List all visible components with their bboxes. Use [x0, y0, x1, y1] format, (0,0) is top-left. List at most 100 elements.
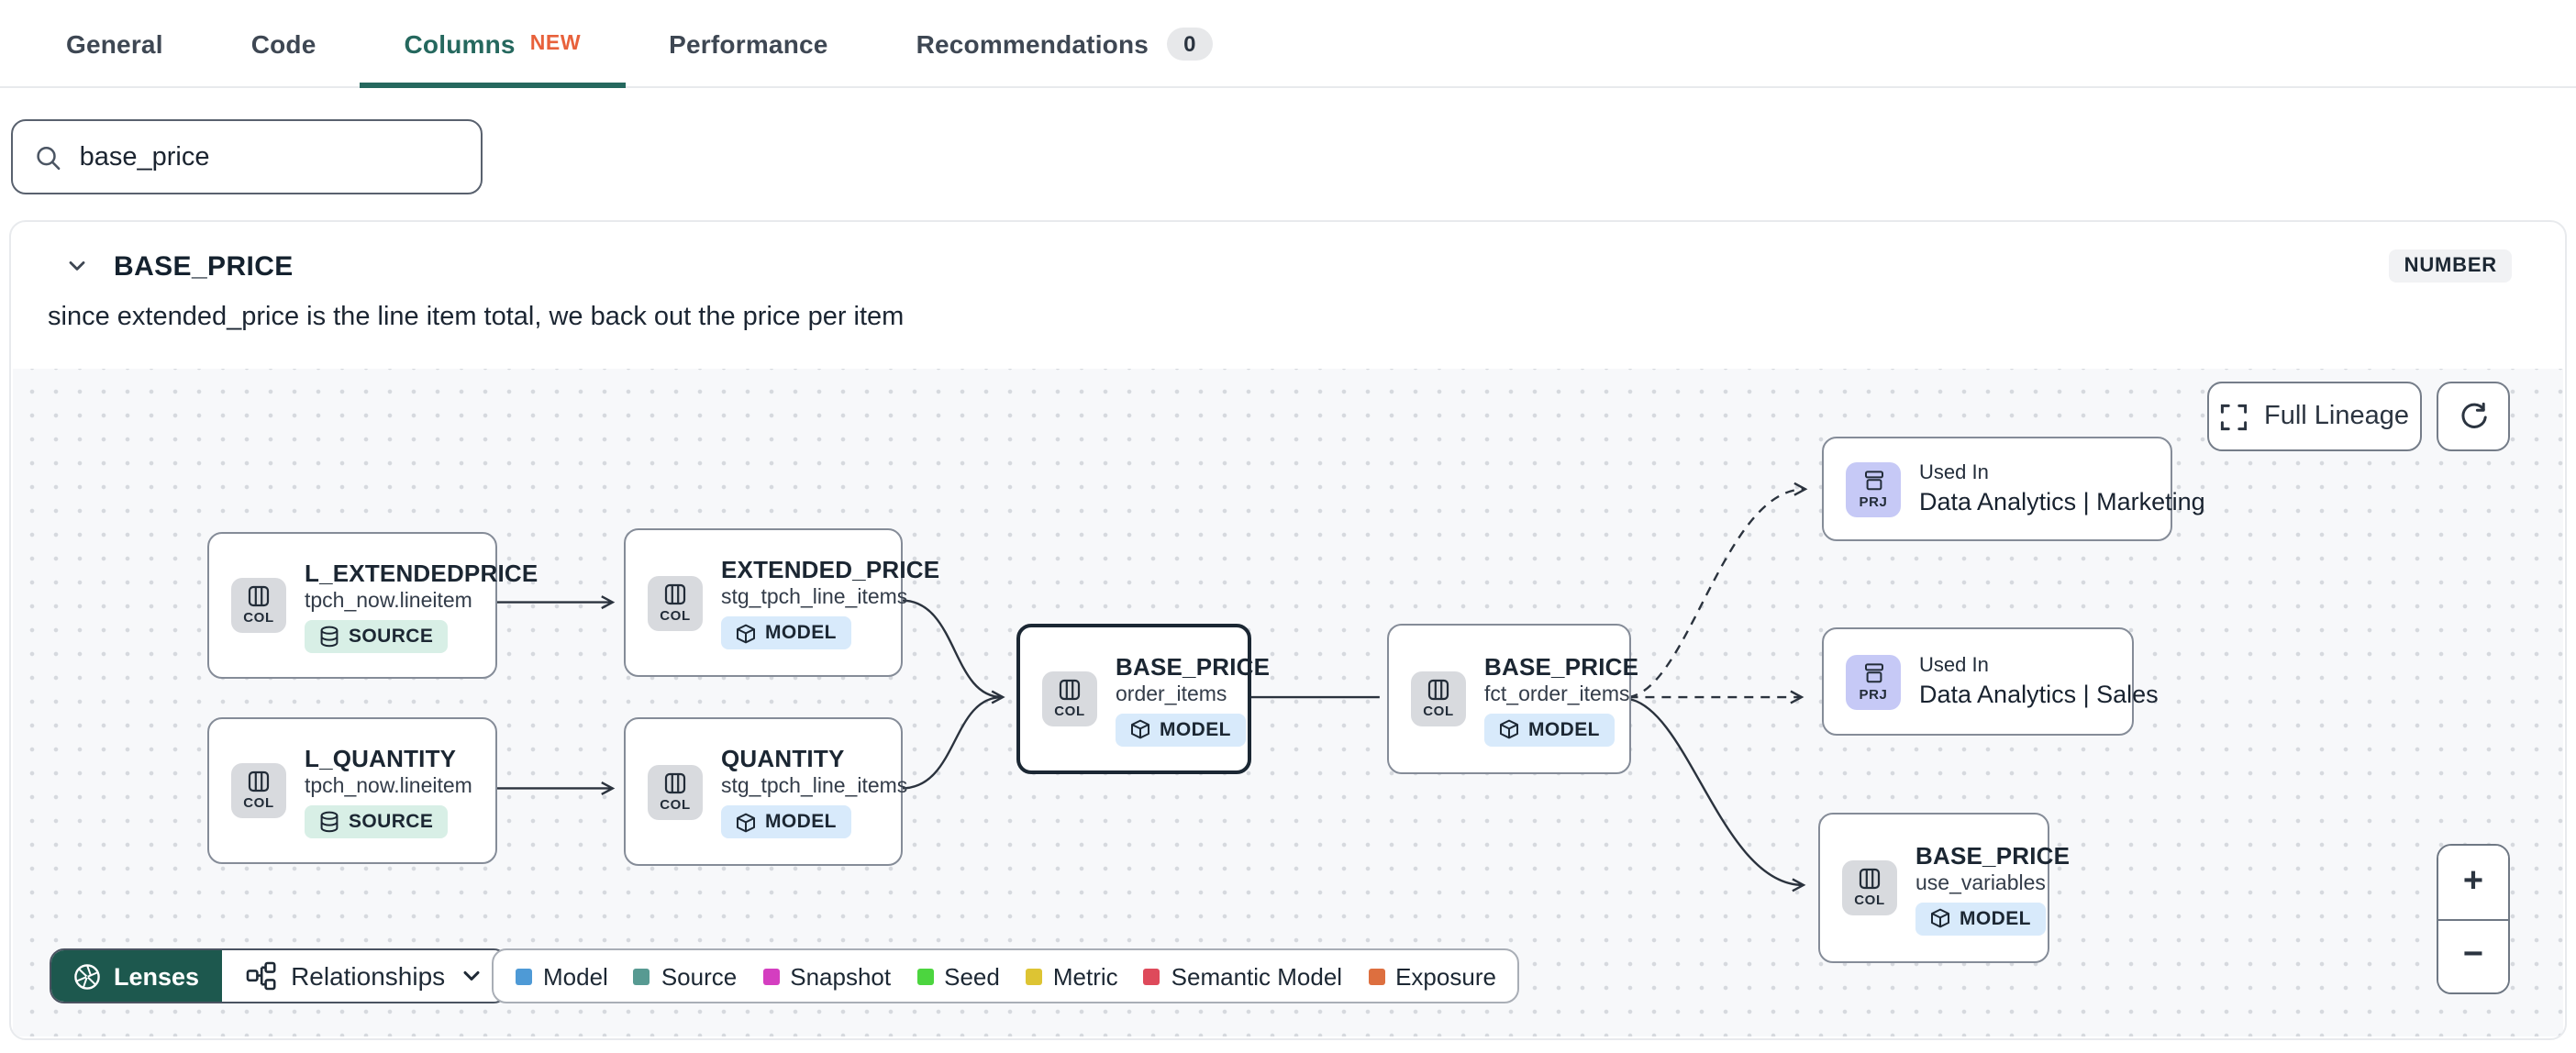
node-title: L_QUANTITY: [305, 744, 457, 771]
aperture-icon: [74, 963, 100, 989]
column-tile: COL: [1411, 671, 1466, 726]
columns-icon: [1859, 868, 1881, 890]
cube-icon: [1131, 719, 1149, 739]
project-name: Data Analytics | Marketing: [1919, 488, 2205, 515]
database-icon: [320, 625, 339, 647]
search-row: [0, 88, 2576, 194]
columns-icon: [664, 582, 686, 604]
columns-icon: [664, 771, 686, 793]
project-tile: PRJ: [1846, 461, 1901, 516]
lens-controls: Lenses Relationships: [50, 948, 508, 1003]
used-in-label: Used In: [1919, 462, 1989, 484]
node-subtitle: use_variables: [1915, 872, 2046, 894]
full-lineage-button[interactable]: Full Lineage: [2207, 382, 2422, 451]
edge-extendedprice-baseprice: [901, 599, 1005, 704]
resource-legend: Model Source Snapshot Seed Metric Semant…: [492, 948, 1520, 1003]
expand-icon: [2220, 403, 2248, 430]
resource-type-badge: SOURCE: [305, 619, 449, 652]
refresh-icon: [2460, 401, 2486, 427]
cube-icon: [737, 812, 755, 832]
column-tile: COL: [231, 578, 286, 633]
collapse-chevron-icon[interactable]: [57, 246, 97, 286]
search-icon: [37, 146, 61, 170]
node-subtitle: fct_order_items: [1484, 683, 1630, 705]
lineage-node-l-quantity[interactable]: COL L_QUANTITY tpch_now.lineitem SOURCE: [207, 717, 497, 864]
cube-icon: [1500, 719, 1518, 739]
tab-columns[interactable]: Columns NEW: [360, 0, 626, 88]
model-swatch: [516, 968, 532, 984]
legend-item-model: Model: [516, 962, 608, 990]
node-subtitle: order_items: [1116, 683, 1227, 705]
semantic-model-swatch: [1143, 968, 1160, 984]
cube-icon: [1931, 908, 1949, 928]
legend-item-snapshot: Snapshot: [762, 962, 891, 990]
resource-type-badge: SOURCE: [305, 804, 449, 837]
edge-fct-marketing: [1628, 482, 1808, 699]
cube-icon: [737, 623, 755, 643]
resource-type-badge: MODEL: [1116, 713, 1246, 746]
node-subtitle: stg_tpch_line_items: [721, 587, 908, 609]
lineage-node-used-in-sales[interactable]: PRJ Used In Data Analytics | Sales: [1822, 627, 2159, 736]
column-tile: COL: [1842, 860, 1897, 915]
edge-fct-usevariables: [1628, 697, 1806, 892]
zoom-out-button[interactable]: −: [2438, 920, 2508, 992]
metric-swatch: [1025, 968, 1042, 984]
node-subtitle: stg_tpch_line_items: [721, 776, 908, 798]
lineage-node-base-price-use-variables[interactable]: COL BASE_PRICE use_variables MODEL: [1818, 813, 2070, 963]
tab-general[interactable]: General: [66, 28, 163, 58]
legend-item-source: Source: [633, 962, 737, 990]
tab-bar: General Code Columns NEW Performance Rec…: [0, 0, 2576, 88]
node-title: EXTENDED_PRICE: [721, 556, 940, 583]
lineage-node-extended-price[interactable]: COL EXTENDED_PRICE stg_tpch_line_items M…: [624, 528, 939, 677]
used-in-label: Used In: [1919, 655, 1989, 677]
node-subtitle: tpch_now.lineitem: [305, 775, 472, 797]
node-title: BASE_PRICE: [1116, 652, 1271, 680]
lineage-edges: [496, 482, 1808, 892]
node-title: BASE_PRICE: [1484, 652, 1639, 680]
column-search[interactable]: [11, 119, 483, 194]
resource-type-badge: MODEL: [721, 616, 851, 649]
columns-icon: [1427, 679, 1449, 701]
search-input[interactable]: [79, 142, 459, 172]
lineage-node-quantity[interactable]: COL QUANTITY stg_tpch_line_items MODEL: [624, 717, 907, 866]
zoom-in-button[interactable]: +: [2438, 846, 2508, 920]
column-tile: COL: [1042, 671, 1097, 726]
project-tile: PRJ: [1846, 654, 1901, 709]
refresh-button[interactable]: [2437, 382, 2510, 451]
lineage-node-used-in-marketing[interactable]: PRJ Used In Data Analytics | Marketing: [1822, 437, 2205, 541]
recommendations-count-badge: 0: [1167, 27, 1213, 60]
snapshot-swatch: [762, 968, 780, 984]
exposure-swatch: [1368, 968, 1385, 984]
project-name: Data Analytics | Sales: [1919, 681, 2159, 708]
project-icon: [1864, 662, 1882, 682]
resource-type-badge: MODEL: [721, 805, 851, 838]
node-title: BASE_PRICE: [1915, 841, 2071, 869]
resource-type-badge: MODEL: [1484, 713, 1615, 746]
column-tile: COL: [648, 575, 703, 630]
legend-item-metric: Metric: [1025, 962, 1118, 990]
legend-item-semantic-model: Semantic Model: [1143, 962, 1342, 990]
tab-performance[interactable]: Performance: [669, 28, 828, 58]
columns-icon: [1059, 679, 1081, 701]
lineage-node-l-extendedprice[interactable]: COL L_EXTENDEDPRICE tpch_now.lineitem SO…: [207, 532, 538, 679]
node-title: L_EXTENDEDPRICE: [305, 559, 539, 586]
node-title: QUANTITY: [721, 745, 845, 772]
tab-recommendations[interactable]: Recommendations 0: [872, 0, 1257, 86]
column-panel-header: BASE_PRICE NUMBER since extended_price i…: [11, 222, 2565, 332]
lenses-button[interactable]: Lenses: [51, 950, 222, 1002]
source-swatch: [633, 968, 650, 984]
column-tile: COL: [231, 763, 286, 818]
column-tile: COL: [648, 764, 703, 819]
column-panel: BASE_PRICE NUMBER since extended_price i…: [9, 220, 2567, 1040]
project-icon: [1864, 470, 1882, 490]
tab-code[interactable]: Code: [250, 28, 316, 58]
relationships-dropdown[interactable]: Relationships: [221, 950, 506, 1002]
lineage-node-base-price-fct-order-items[interactable]: COL BASE_PRICE fct_order_items MODEL: [1387, 624, 1638, 774]
lineage-canvas[interactable]: COL L_EXTENDEDPRICE tpch_now.lineitem SO…: [13, 369, 2563, 1036]
node-subtitle: tpch_now.lineitem: [305, 590, 472, 612]
columns-icon: [248, 585, 270, 607]
lineage-node-base-price-order-items[interactable]: COL BASE_PRICE order_items MODEL: [1016, 624, 1270, 774]
database-icon: [320, 810, 339, 832]
legend-item-seed: Seed: [916, 962, 1000, 990]
